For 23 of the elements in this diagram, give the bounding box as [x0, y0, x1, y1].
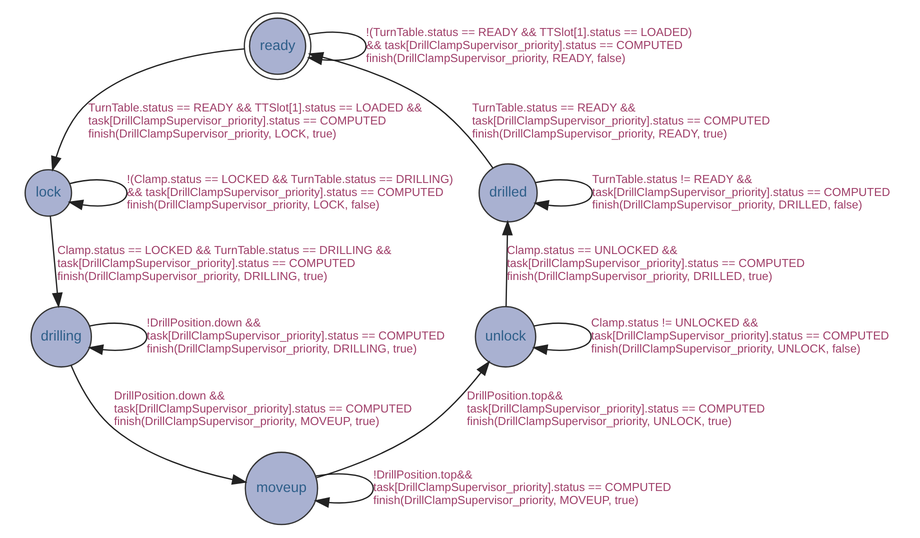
- edge-label: DrillPosition.top&& task[DrillClampSupervisor_priority].status == COMPUTED finish(DrillClampSupervisor_priority, UNLOCK, true): [466, 390, 765, 428]
- node-circle: drilled: [478, 163, 538, 223]
- arrow: [88, 322, 148, 356]
- node-circle: moveup: [244, 452, 318, 526]
- arrow: [51, 48, 245, 172]
- edge-label: Clamp.status == LOCKED && TurnTable.status == DRILLING && task[DrillClampSupervisor_priority].status == COMPUTED finish(DrillClampSupervisor_priority, DRILLING, true): [57, 245, 392, 283]
- arrow: [314, 473, 374, 508]
- edge-label: DrillPosition.down && task[DrillClampSupervisor_priority].status == COMPUTED finish(DrillClampSupervisor_priority, MOVEUP, true): [114, 390, 412, 428]
- arrow: [316, 360, 490, 478]
- node-circle: unlock: [474, 306, 536, 368]
- edge-label: TurnTable.status == READY && task[DrillClampSupervisor_priority].status == COMPUTED finish(DrillClampSupervisor_priority, READY, true): [472, 102, 770, 140]
- arrow: [50, 216, 63, 308]
- arrow: [70, 365, 248, 485]
- node-circle: drilling: [30, 306, 92, 368]
- arrow: [532, 322, 592, 356]
- node-circle: lock: [24, 169, 72, 217]
- arrow: [68, 179, 128, 210]
- edge-label: !(Clamp.status == LOCKED && TurnTable.status == DRILLING) && task[DrillClampSupervisor_priority].status == COMPUTED finish(DrillClampSupervisor_priority, LOCK, false): [126, 174, 454, 212]
- arrow: [533, 179, 593, 211]
- edge-label: TurnTable.status == READY && TTSlot[1].status == LOADED && task[DrillClampSupervisor_priority].status == COMPUTED finish(DrillClampSupervisor_priority, LOCK, true): [88, 102, 422, 140]
- node-circle: ready: [244, 12, 312, 80]
- edge-label: !(TurnTable.status == READY && TTSlot[1].status == LOADED) && task[DrillClampSupervisor_priority].status == COMPUTED finish(DrillClampSupervisor_priority, READY, false): [366, 27, 692, 65]
- arrow: [502, 220, 513, 307]
